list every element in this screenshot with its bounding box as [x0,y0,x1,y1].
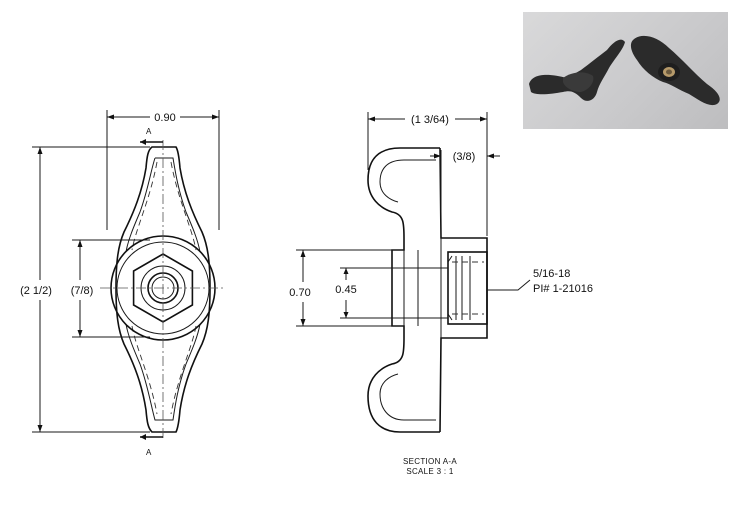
front-view-outline [115,146,211,433]
section-boss-outline [439,147,488,433]
section-outline [367,147,440,433]
section-width-dimension: (1 3/64) [411,114,449,126]
hub-dimension: (7/8) [71,285,94,297]
front-view-hidden-lines [131,161,197,415]
front-view-inner-edge [125,157,201,421]
section-wing-inner [379,159,436,421]
scale-caption: SCALE 3 : 1 [406,467,454,476]
width-dimension: 0.90 [154,112,175,124]
product-photo [523,12,728,129]
thread-leader [487,279,531,291]
section-marker-top: A [146,127,152,136]
section-hub-dimension: 0.70 [289,287,310,299]
threaded-insert [447,251,488,325]
section-caption: SECTION A-A [403,457,457,466]
wing-nut-photo [529,35,720,106]
thread-note: 5/16-18 [533,268,570,280]
section-marker-bottom: A [146,448,152,457]
height-dimension: (2 1/2) [20,285,52,297]
section-view: (1 3/64) (3/8) 0.70 0.45 [289,112,593,476]
boss-dimension: (3/8) [453,151,476,163]
front-view: A A 0.90 (2 1/2) [20,110,226,457]
bore-dimension: 0.45 [335,284,356,296]
part-number: PI# 1-21016 [533,283,593,295]
